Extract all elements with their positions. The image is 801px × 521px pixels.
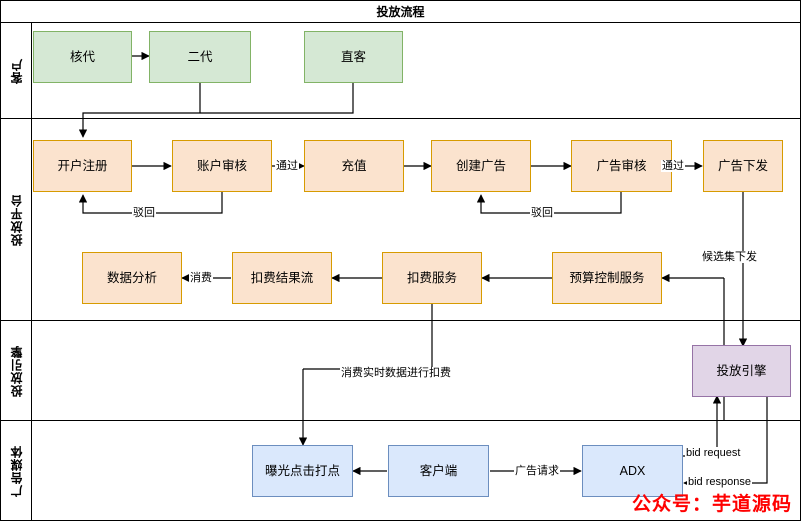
lane-label-platform: 投放平台 <box>1 119 32 320</box>
edge-label-ad-request: 广告请求 <box>514 465 560 477</box>
node-koufei-fuwu[interactable]: 扣费服务 <box>382 252 482 304</box>
lane-label-media: 广告媒体 <box>1 421 32 520</box>
node-baoguang-dianji-dadian[interactable]: 曝光点击打点 <box>252 445 353 497</box>
lane-label-engine-text: 投放引擎 <box>9 344 24 397</box>
lane-media: 广告媒体 <box>1 421 800 520</box>
node-adx[interactable]: ADX <box>582 445 683 497</box>
node-chongzhi[interactable]: 充值 <box>304 140 404 192</box>
node-guanggao-xiafa[interactable]: 广告下发 <box>703 140 783 192</box>
node-shuju-fenxi[interactable]: 数据分析 <box>82 252 182 304</box>
edge-label-pass-1: 通过 <box>275 160 299 172</box>
diagram-title: 投放流程 <box>1 1 800 23</box>
lane-customer: 客户 <box>1 23 800 119</box>
watermark-text: 公众号：芋道源码 <box>631 494 792 515</box>
edge-label-consume: 消费 <box>189 272 213 284</box>
node-kehuduan[interactable]: 客户端 <box>388 445 489 497</box>
node-zhanghu-shenhe[interactable]: 账户审核 <box>172 140 272 192</box>
lane-label-media-text: 广告媒体 <box>9 444 24 497</box>
node-he-dai[interactable]: 核代 <box>33 31 132 83</box>
edge-label-realtime-billing: 消费实时数据进行扣费 <box>340 367 452 379</box>
node-zhi-ke[interactable]: 直客 <box>304 31 403 83</box>
edge-label-pass-2: 通过 <box>661 160 685 172</box>
node-koufei-jieguoliu[interactable]: 扣费结果流 <box>232 252 332 304</box>
node-guanggao-shenhe[interactable]: 广告审核 <box>571 140 672 192</box>
node-chuangjian-guanggao[interactable]: 创建广告 <box>431 140 531 192</box>
lane-label-customer: 客户 <box>1 23 32 118</box>
lane-label-engine: 投放引擎 <box>1 321 32 420</box>
node-er-dai[interactable]: 二代 <box>149 31 251 83</box>
lane-engine: 投放引擎 <box>1 321 800 421</box>
edge-label-reject-1: 驳回 <box>132 207 156 219</box>
lane-platform: 投放平台 <box>1 119 800 321</box>
lane-label-customer-text: 客户 <box>9 57 24 84</box>
edge-label-bid-request: bid request <box>685 447 742 459</box>
node-yusuan-kongzhi-fuwu[interactable]: 预算控制服务 <box>552 252 662 304</box>
edge-label-bid-response: bid response <box>687 476 752 488</box>
edge-label-reject-2: 驳回 <box>530 207 554 219</box>
node-kaihu-zhuce[interactable]: 开户注册 <box>33 140 132 192</box>
edge-label-candidate-dispatch: 候选集下发 <box>701 251 758 263</box>
node-toufang-yinqing[interactable]: 投放引擎 <box>692 345 791 397</box>
lane-label-platform-text: 投放平台 <box>9 193 24 246</box>
